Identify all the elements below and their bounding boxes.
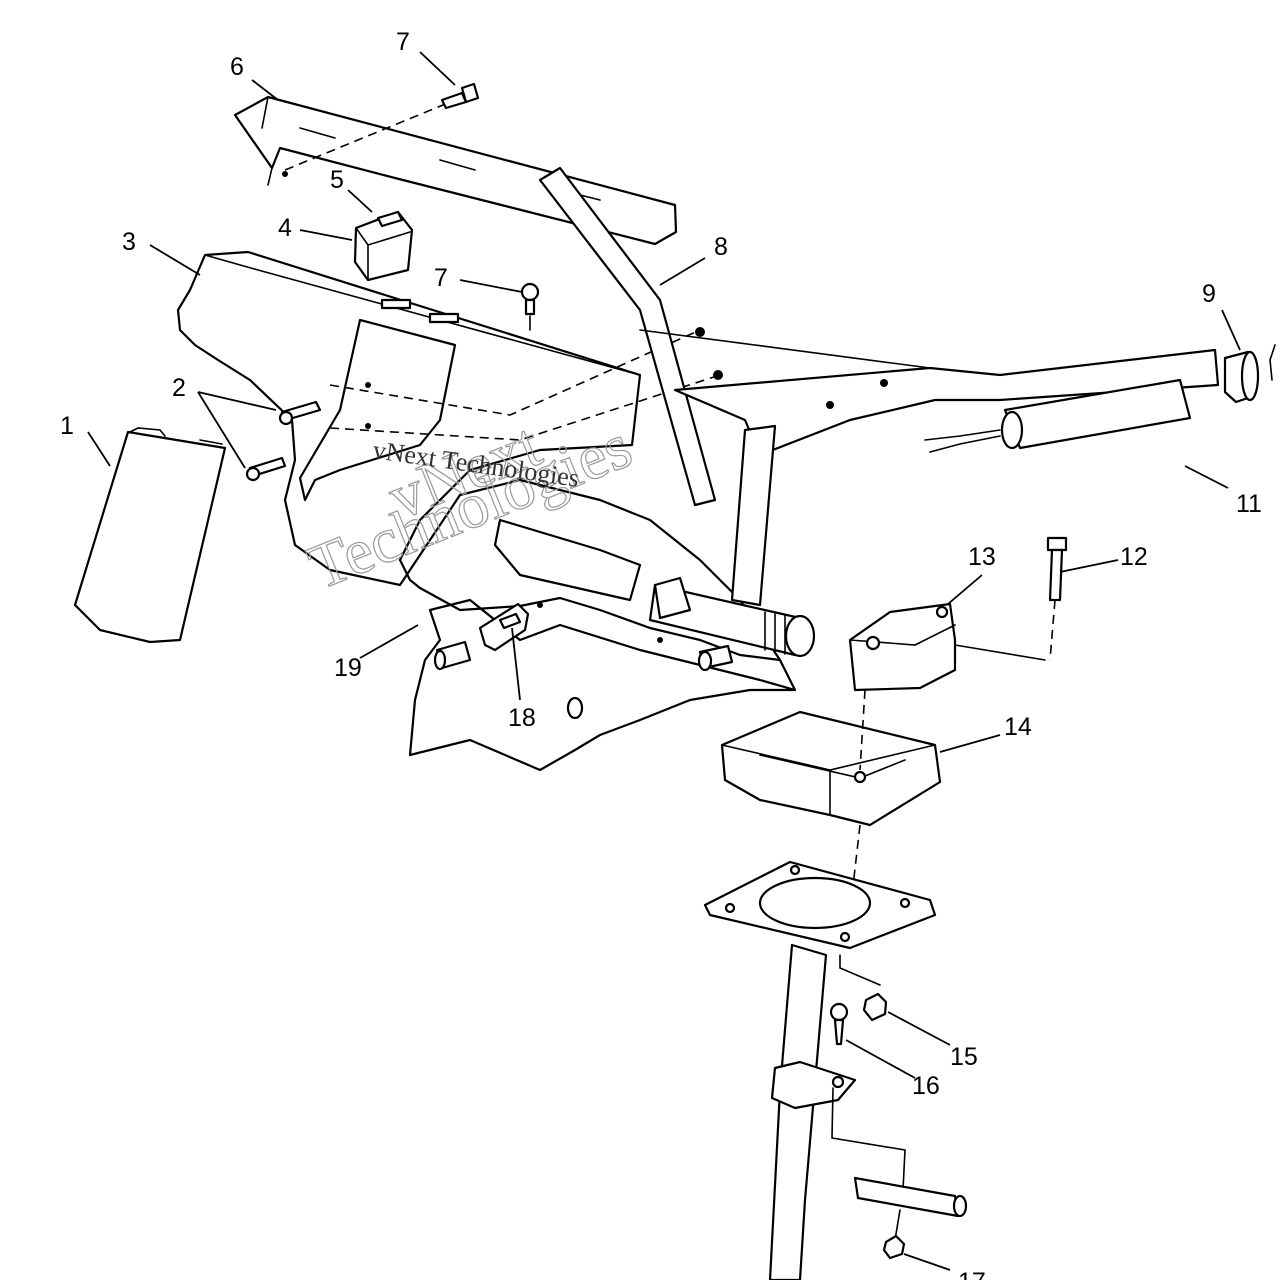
part-bolt-12 bbox=[1046, 536, 1068, 661]
part-console-body bbox=[176, 250, 797, 772]
callout-8: 8 bbox=[714, 233, 728, 261]
callout-19: 19 bbox=[334, 654, 362, 682]
leader-lines bbox=[87, 51, 1241, 1271]
part-nut-screw bbox=[829, 992, 888, 1046]
part-upper-clamp bbox=[848, 602, 1046, 692]
callout-12: 12 bbox=[1120, 543, 1148, 571]
callout-15: 15 bbox=[950, 1043, 978, 1071]
callout-17: 17 bbox=[958, 1268, 986, 1280]
callout-14: 14 bbox=[1004, 713, 1032, 741]
screw-2-pair bbox=[245, 400, 322, 482]
part-clip bbox=[478, 602, 530, 652]
part-grip bbox=[924, 378, 1192, 453]
callout-16: 16 bbox=[912, 1072, 940, 1100]
part-steering-tube bbox=[648, 576, 816, 658]
part-handlebar bbox=[538, 166, 1220, 607]
callout-11: 11 bbox=[1236, 490, 1262, 518]
callout-13: 13 bbox=[968, 543, 996, 571]
callout-2: 2 bbox=[172, 374, 186, 402]
part-bushing bbox=[433, 640, 734, 720]
callout-6: 6 bbox=[230, 53, 244, 81]
part-steering-column bbox=[703, 860, 937, 1280]
callout-1: 1 bbox=[60, 412, 74, 440]
screw-7-top bbox=[440, 82, 480, 110]
part-end-plug bbox=[1223, 344, 1276, 404]
rivet-7-mid bbox=[520, 282, 540, 331]
part-lower-clamp bbox=[720, 689, 942, 931]
callout-7-mid: 7 bbox=[434, 264, 448, 292]
part-tie-rod bbox=[853, 1176, 968, 1260]
part-switch bbox=[353, 210, 414, 282]
callout-labels: 1 2 3 4 5 6 7 7 8 9 11 12 13 14 15 16 17… bbox=[60, 28, 1262, 1280]
part-hand-guard bbox=[73, 427, 227, 644]
callout-18: 18 bbox=[508, 704, 536, 732]
part-upper-cover bbox=[233, 95, 678, 246]
callout-7-top: 7 bbox=[396, 28, 410, 56]
callout-9: 9 bbox=[1202, 280, 1216, 308]
callout-5: 5 bbox=[330, 166, 344, 194]
callout-4: 4 bbox=[278, 214, 292, 242]
callout-3: 3 bbox=[122, 228, 136, 256]
